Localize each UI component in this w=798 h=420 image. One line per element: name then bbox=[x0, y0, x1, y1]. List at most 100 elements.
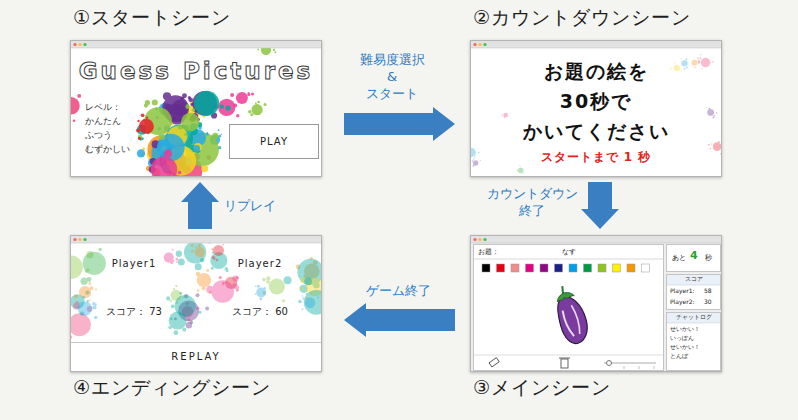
paint-blob bbox=[151, 156, 177, 176]
paint-splatter bbox=[168, 312, 193, 335]
paint-splatter bbox=[670, 62, 682, 71]
scene-heading: ①スタートシーン bbox=[73, 7, 231, 29]
palette-swatch bbox=[627, 264, 635, 272]
paint-drop bbox=[179, 292, 182, 295]
paint-drop bbox=[198, 310, 201, 313]
paint-drop bbox=[500, 115, 502, 117]
paint-splatter bbox=[248, 101, 267, 117]
window-button bbox=[473, 238, 476, 241]
paint-drop bbox=[190, 321, 193, 324]
title-bar-edge bbox=[71, 243, 321, 244]
screen-ground bbox=[71, 236, 321, 371]
palette-swatch bbox=[497, 264, 505, 272]
eraser-icon bbox=[489, 358, 499, 367]
palette-swatch bbox=[642, 264, 650, 272]
paint-splatter bbox=[206, 276, 239, 303]
countdown-text: スタートまで 1 秒 bbox=[541, 151, 652, 165]
paint-drop bbox=[681, 69, 682, 70]
paint-splatter bbox=[191, 244, 205, 257]
topic-label: お題： bbox=[478, 248, 499, 256]
level-option: かんたん bbox=[85, 117, 121, 127]
slider-tick bbox=[639, 366, 640, 369]
palette-swatch bbox=[540, 264, 548, 272]
paint-blob bbox=[503, 113, 508, 118]
timer-text: 秒 bbox=[705, 254, 712, 262]
chat-line: いっぽん bbox=[670, 335, 694, 342]
paint-drop bbox=[176, 251, 182, 257]
paint-drop bbox=[152, 99, 158, 105]
paint-drop bbox=[202, 286, 206, 290]
eggplant-highlight bbox=[569, 305, 582, 334]
chat-line: せいかい！ bbox=[670, 344, 700, 351]
paint-splatter bbox=[138, 99, 172, 140]
paint-blob bbox=[218, 99, 235, 116]
scene-heading: ②カウントダウンシーン bbox=[473, 7, 691, 29]
paint-drop bbox=[273, 49, 275, 51]
player-name: Player2: bbox=[670, 299, 695, 306]
paint-blob bbox=[213, 245, 224, 256]
paint-drop bbox=[184, 133, 187, 136]
paint-drop bbox=[171, 305, 175, 309]
drawing-panel: お題：なす bbox=[473, 244, 664, 371]
palette-swatch bbox=[569, 264, 577, 272]
player-name: Player1 bbox=[112, 258, 156, 270]
paint-blob bbox=[71, 313, 91, 336]
paint-drop bbox=[718, 141, 720, 143]
paint-drop bbox=[90, 286, 94, 290]
paint-drop bbox=[216, 259, 218, 261]
paint-drop bbox=[206, 133, 208, 135]
eggplant-cap bbox=[555, 290, 574, 302]
paint-drop bbox=[716, 112, 718, 114]
paint-blob bbox=[164, 253, 174, 263]
window-button bbox=[473, 43, 476, 46]
paint-drop bbox=[168, 326, 172, 330]
block-arrow bbox=[581, 182, 619, 229]
scene-heading: ③メインシーン bbox=[473, 377, 611, 399]
paint-drop bbox=[710, 148, 711, 149]
paint-drop bbox=[205, 307, 209, 311]
paint-drop bbox=[95, 289, 97, 291]
paint-drop bbox=[138, 137, 141, 140]
paint-drop bbox=[141, 113, 145, 117]
title-bar bbox=[471, 41, 721, 48]
paint-drop bbox=[173, 288, 175, 290]
paint-drop bbox=[145, 100, 150, 105]
paint-drop bbox=[211, 267, 214, 270]
replay-button: REPLAY bbox=[71, 342, 321, 371]
paint-drop bbox=[248, 110, 251, 113]
paint-blob bbox=[701, 58, 710, 67]
paint-drop bbox=[73, 119, 76, 122]
paint-drop bbox=[472, 165, 474, 167]
paint-splatter bbox=[302, 293, 319, 310]
paint-drop bbox=[236, 289, 239, 292]
window-button bbox=[73, 43, 76, 46]
paint-drop bbox=[689, 64, 691, 66]
paint-drop bbox=[686, 67, 688, 69]
paint-drop bbox=[175, 285, 177, 287]
paint-drop bbox=[505, 118, 507, 120]
level-option: ふつう bbox=[85, 131, 112, 141]
shape-group bbox=[471, 54, 721, 174]
paint-blob bbox=[252, 104, 263, 115]
paint-drop bbox=[195, 263, 202, 270]
paint-drop bbox=[191, 244, 194, 247]
paint-blob bbox=[256, 287, 266, 297]
paint-splatter bbox=[298, 277, 321, 328]
chat-line: せいかい！ bbox=[670, 326, 700, 333]
paint-drop bbox=[282, 299, 285, 302]
paint-drop bbox=[274, 51, 276, 53]
paint-drop bbox=[169, 111, 172, 114]
screen-ground bbox=[71, 41, 321, 176]
paint-drop bbox=[175, 258, 178, 261]
paint-drop bbox=[159, 134, 166, 141]
title-bar bbox=[71, 41, 321, 48]
paint-blob bbox=[305, 298, 315, 308]
paint-drop bbox=[224, 267, 228, 271]
paint-drop bbox=[218, 135, 221, 138]
paint-drop bbox=[206, 269, 209, 272]
paint-drop bbox=[705, 106, 707, 108]
paint-drop bbox=[474, 157, 475, 158]
paint-drop bbox=[180, 97, 184, 101]
window-button bbox=[78, 238, 81, 241]
toolbar-divider bbox=[474, 355, 663, 356]
